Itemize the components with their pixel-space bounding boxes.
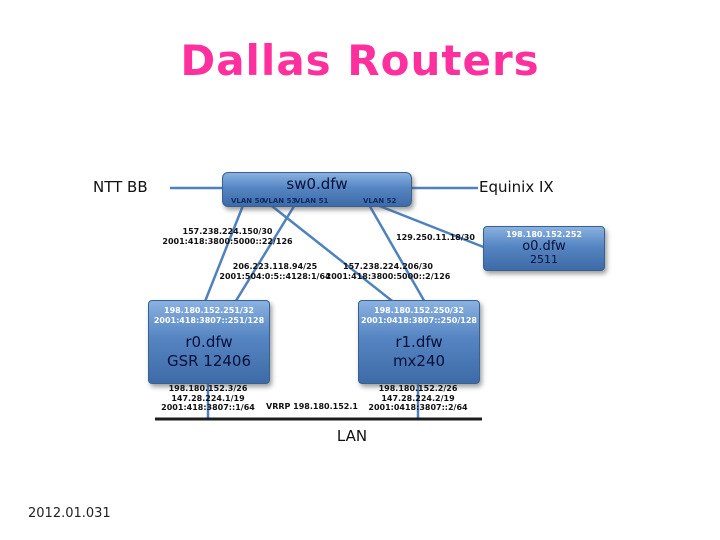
- lan-label: LAN: [336, 427, 368, 445]
- link-sw0-r0-vlan51: [232, 202, 298, 305]
- link-sw0-r0-vlan50: [202, 202, 246, 305]
- r0-model: GSR 12406: [166, 351, 252, 370]
- r0-name: r0.dfw: [185, 333, 233, 352]
- link-label-ntt-r0: 157.238.224.150/30 2001:418:3800:5000::2…: [145, 227, 310, 246]
- link-sw0-r1-vlan53: [267, 202, 397, 305]
- ntt-r0-v6: 2001:418:3800:5000::22/126: [162, 236, 293, 246]
- router-r1-box: 198.180.152.250/32 2001:0418:3807::250/1…: [358, 300, 480, 384]
- r1-lan-v6: 2001:0418:3807::2/64: [368, 403, 468, 413]
- footer-date: 2012.01.031: [28, 506, 111, 521]
- r0-lan-addresses: 198.180.152.3/26 147.28.224.1/19 2001:41…: [148, 384, 268, 413]
- r1-lan-addresses: 198.180.152.2/26 147.28.224.2/19 2001:04…: [358, 384, 478, 413]
- vrrp-label: VRRP 198.180.152.1: [266, 402, 358, 411]
- r1-model: mx240: [392, 351, 446, 370]
- r0-lan-v6: 2001:418:3807::1/64: [161, 403, 255, 413]
- vlan-52-label: VLAN 52: [363, 197, 397, 205]
- page-title: Dallas Routers: [180, 36, 540, 85]
- ntt-r1-v4: 157.238.224.206/30: [343, 262, 433, 271]
- r1-lan-v4-2: 147.28.224.2/19: [381, 393, 455, 403]
- ntt-r0-v4: 157.238.224.150/30: [182, 227, 273, 236]
- r0-lan-v4-2: 147.28.224.1/19: [171, 393, 245, 403]
- equinix-label: Equinix IX: [479, 178, 554, 196]
- router-r0-box: 198.180.152.251/32 2001:418:3807::251/12…: [148, 300, 270, 384]
- r0-loopback-v6: 2001:418:3807::251/128: [153, 315, 265, 325]
- vlan-53-label: VLAN 53: [263, 197, 297, 205]
- link-label-ntt-r1: 157.238.224.206/30 2001:418:3800:5000::2…: [308, 262, 468, 281]
- link-sw0-r1-vlan52: [366, 202, 428, 305]
- vlan-51-label: VLAN 51: [295, 197, 329, 205]
- oob-ip: 198.180.152.252: [506, 230, 582, 239]
- r1-loopback-v6: 2001:0418:3807::250/128: [361, 315, 477, 325]
- ntt-label: NTT BB: [93, 178, 148, 196]
- oob-name: o0.dfw: [522, 238, 566, 254]
- switch-name: sw0.dfw: [286, 175, 348, 193]
- vlan-50-label: VLAN 50: [231, 197, 265, 205]
- switch-sw0-box: sw0.dfw VLAN 50 VLAN 53 VLAN 51 VLAN 52: [222, 172, 412, 207]
- r0-loopback-v4: 198.180.152.251/32: [164, 306, 254, 315]
- r0-lan-v4: 198.180.152.3/26: [168, 384, 248, 393]
- link-label-oob: 129.250.11.18/30: [393, 233, 478, 243]
- oob-router-box: 198.180.152.252 o0.dfw 2511: [483, 226, 605, 271]
- r1-loopback-v4: 198.180.152.250/32: [374, 306, 464, 315]
- oob-model: 2511: [530, 252, 558, 266]
- r1-name: r1.dfw: [395, 333, 443, 352]
- ntt-r1-v6: 2001:418:3800:5000::2/126: [325, 271, 451, 281]
- oob-link-v4: 129.250.11.18/30: [396, 233, 475, 242]
- r1-lan-v4: 198.180.152.2/26: [378, 384, 458, 393]
